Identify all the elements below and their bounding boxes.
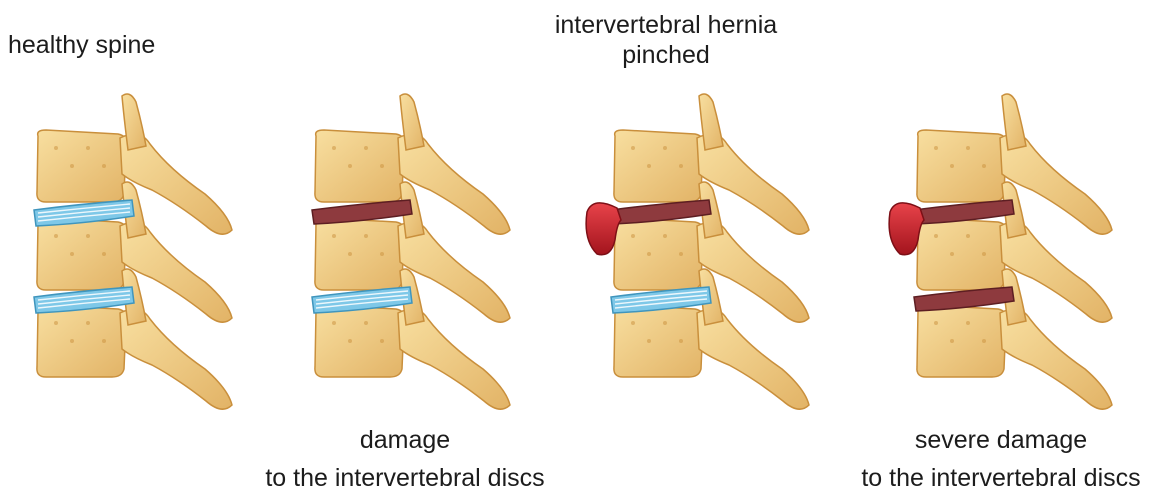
spine-damage-vertebra-top-texture-dot — [380, 164, 384, 168]
spine-hernia-vertebra-top-texture-dot — [679, 164, 683, 168]
spine-damage-vertebra-bottom-texture-dot — [332, 321, 336, 325]
spine-healthy-vertebra-top-texture-dot — [70, 164, 74, 168]
spine-severe-vertebra-middle-texture-dot — [982, 252, 986, 256]
spine-healthy-vertebra-bottom-texture-dot — [86, 321, 90, 325]
spine-damage-vertebra-top-body — [315, 130, 404, 202]
spine-hernia-vertebra-bottom-spinous-process — [697, 309, 809, 409]
spine-damage-vertebra-top-texture-dot — [348, 164, 352, 168]
spine-hernia-vertebra-top-texture-dot — [663, 146, 667, 150]
spine-hernia-upper-disc-damaged — [611, 200, 711, 224]
spine-hernia-vertebra-bottom-texture-dot — [663, 321, 667, 325]
spine-damage-upper-disc-damaged — [312, 200, 412, 224]
spine-severe-vertebra-top-texture-dot — [934, 146, 938, 150]
spine-severe-vertebra-bottom-texture-dot — [934, 321, 938, 325]
spine-hernia-vertebra-top-texture-dot — [631, 146, 635, 150]
spine-severe-vertebra-top-texture-dot — [966, 146, 970, 150]
spine-healthy-vertebra-middle-texture-dot — [86, 234, 90, 238]
spine-damage-vertebra-bottom-spinous-process — [398, 309, 510, 409]
spine-severe-vertebra-bottom-spinous-process — [1000, 309, 1112, 409]
spine-healthy-vertebra-top-texture-dot — [54, 146, 58, 150]
spine-damage-vertebra-bottom-texture-dot — [380, 339, 384, 343]
spine-healthy-vertebra-middle-texture-dot — [54, 234, 58, 238]
spine-damage-vertebra-top-texture-dot — [364, 146, 368, 150]
spine-healthy-vertebra-bottom-spinous-process — [120, 309, 232, 409]
spine-severe-vertebra-bottom-texture-dot — [966, 321, 970, 325]
spine-hernia-vertebra-middle-texture-dot — [663, 234, 667, 238]
spine-healthy — [34, 94, 232, 409]
spine-severe-vertebra-middle-texture-dot — [950, 252, 954, 256]
spine-damage-vertebra-middle-texture-dot — [364, 234, 368, 238]
spine-severe-vertebra-middle-body — [917, 218, 1006, 290]
spine-damage-vertebra-middle-body — [315, 218, 404, 290]
spine-healthy-vertebra-top-texture-dot — [86, 146, 90, 150]
spine-damage-vertebra-top-texture-dot — [332, 146, 336, 150]
spine-severe-vertebra-middle-texture-dot — [966, 234, 970, 238]
spine-healthy-vertebra-bottom-texture-dot — [102, 339, 106, 343]
spine-severe-vertebra-top-texture-dot — [982, 164, 986, 168]
spine-healthy-vertebra-middle-texture-dot — [102, 252, 106, 256]
spine-severe-vertebra-top-texture-dot — [950, 164, 954, 168]
spine-hernia-vertebra-bottom-body — [614, 305, 703, 377]
spine-hernia-vertebra-bottom-texture-dot — [631, 321, 635, 325]
spine-healthy-vertebra-top-body — [37, 130, 126, 202]
spine-healthy-vertebra-middle-body — [37, 218, 126, 290]
spine-healthy-vertebra-bottom-body — [37, 305, 126, 377]
spine-healthy-vertebra-top-texture-dot — [102, 164, 106, 168]
spine-severe-vertebra-middle-texture-dot — [934, 234, 938, 238]
spine-severe-vertebra-bottom-texture-dot — [950, 339, 954, 343]
spine-severe-vertebra-bottom-body — [917, 305, 1006, 377]
spine-damage-vertebra-middle-texture-dot — [348, 252, 352, 256]
spine-healthy-vertebra-bottom-texture-dot — [54, 321, 58, 325]
spine-hernia-vertebra-top-texture-dot — [647, 164, 651, 168]
spine-damage-vertebra-middle-texture-dot — [332, 234, 336, 238]
spine-hernia-vertebra-bottom-texture-dot — [679, 339, 683, 343]
spine-damage-vertebra-bottom-texture-dot — [364, 321, 368, 325]
spine-damage-vertebra-middle-texture-dot — [380, 252, 384, 256]
spine-hernia-vertebra-top-body — [614, 130, 703, 202]
spine-hernia-vertebra-middle-body — [614, 218, 703, 290]
spine-hernia-vertebra-bottom-texture-dot — [647, 339, 651, 343]
spine-damage-vertebra-bottom-body — [315, 305, 404, 377]
spine-severe — [889, 94, 1112, 409]
spine-severe-vertebra-top-body — [917, 130, 1006, 202]
spine-severe-vertebra-bottom-texture-dot — [982, 339, 986, 343]
spine-damage — [312, 94, 510, 409]
spine-hernia-vertebra-middle-texture-dot — [679, 252, 683, 256]
spine-severe-upper-disc-damaged — [914, 200, 1014, 224]
spine-hernia-vertebra-middle-texture-dot — [631, 234, 635, 238]
spine-damage-vertebra-bottom-texture-dot — [348, 339, 352, 343]
spine-healthy-vertebra-bottom-texture-dot — [70, 339, 74, 343]
spine-healthy-vertebra-middle-texture-dot — [70, 252, 74, 256]
spine-hernia — [586, 94, 809, 409]
spine-hernia-vertebra-middle-texture-dot — [647, 252, 651, 256]
